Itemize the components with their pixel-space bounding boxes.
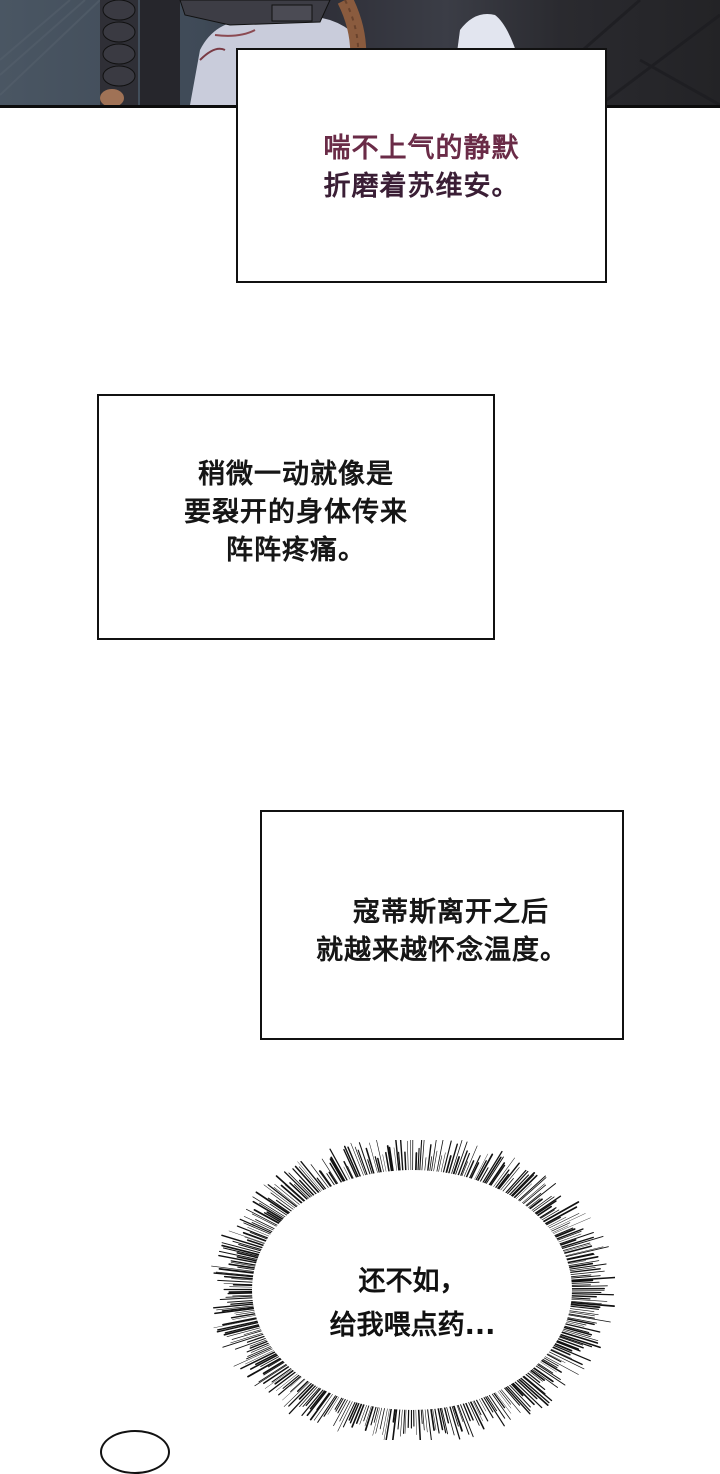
caption-text-1: 喘不上气的静默 折磨着苏维安。 <box>238 130 605 206</box>
caption-line: 折磨着苏维安。 <box>238 168 605 206</box>
thought-text: 还不如， 给我喂点药... <box>210 1260 615 1348</box>
caption-text-2: 稍微一动就像是 要裂开的身体传来 阵阵疼痛。 <box>99 456 493 570</box>
caption-box-2: 稍微一动就像是 要裂开的身体传来 阵阵疼痛。 <box>97 394 495 640</box>
caption-text-3: 寇蒂斯离开之后 就越来越怀念温度。 <box>262 894 622 970</box>
caption-line: 阵阵疼痛。 <box>99 532 493 570</box>
caption-box-3: 寇蒂斯离开之后 就越来越怀念温度。 <box>260 810 624 1040</box>
thought-line: 还不如， <box>210 1260 615 1304</box>
caption-line: 稍微一动就像是 <box>99 456 493 494</box>
partial-speech-bubble <box>100 1430 170 1474</box>
caption-line: 就越来越怀念温度。 <box>262 932 622 970</box>
thought-line: 给我喂点药... <box>210 1304 615 1348</box>
caption-line: 喘不上气的静默 <box>238 130 605 168</box>
caption-box-1: 喘不上气的静默 折磨着苏维安。 <box>236 48 607 283</box>
caption-line: 寇蒂斯离开之后 <box>262 894 622 932</box>
caption-line: 要裂开的身体传来 <box>99 494 493 532</box>
